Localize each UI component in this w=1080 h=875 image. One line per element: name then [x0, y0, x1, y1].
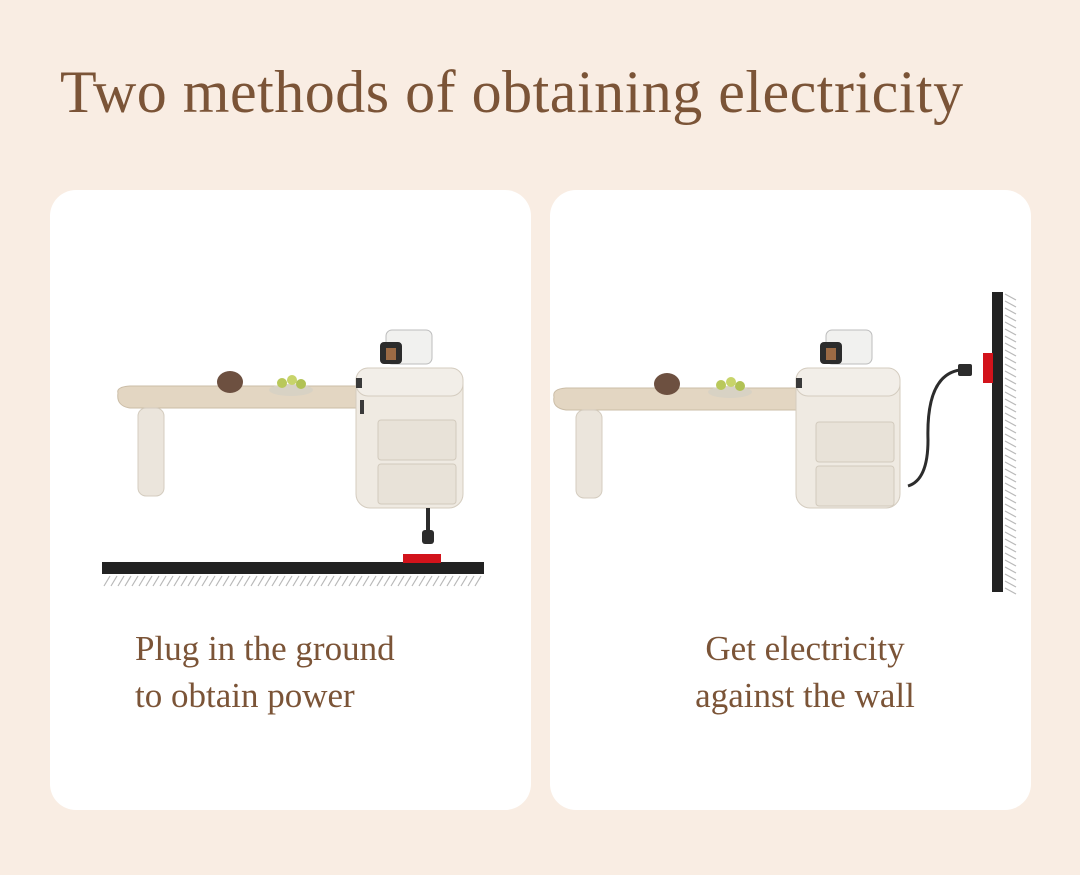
wall-line — [992, 292, 1003, 592]
wall-plug — [958, 364, 972, 376]
page-title: Two methods of obtaining electricity — [60, 59, 964, 125]
desk-with-cabinet — [117, 367, 464, 509]
floor-plug — [422, 508, 434, 544]
floor-caption-line2: to obtain power — [135, 676, 355, 715]
wall-socket-illustration — [553, 292, 1017, 595]
floor-caption: Plug in the ground to obtain power — [135, 625, 395, 719]
floor-socket-illustration — [102, 329, 484, 587]
wall-caption-line2: against the wall — [695, 676, 915, 715]
kettle-machine — [380, 329, 433, 365]
decor-items — [654, 373, 752, 398]
floor-socket-panel: Plug in the ground to obtain power — [50, 190, 531, 810]
kettle-machine — [820, 329, 873, 365]
wall-socket — [983, 353, 993, 383]
decor-items — [217, 371, 313, 396]
wall-caption-line1: Get electricity — [705, 629, 905, 668]
desk-with-cabinet — [553, 367, 901, 509]
wall-caption: Get electricity against the wall — [550, 625, 1060, 719]
floor-caption-line1: Plug in the ground — [135, 629, 395, 668]
floor-hatching — [103, 575, 482, 587]
floor-socket — [403, 554, 441, 563]
power-cable — [907, 368, 961, 488]
wall-hatching — [1004, 293, 1017, 595]
wall-socket-panel: Get electricity against the wall — [550, 190, 1031, 810]
floor-line — [102, 562, 484, 574]
